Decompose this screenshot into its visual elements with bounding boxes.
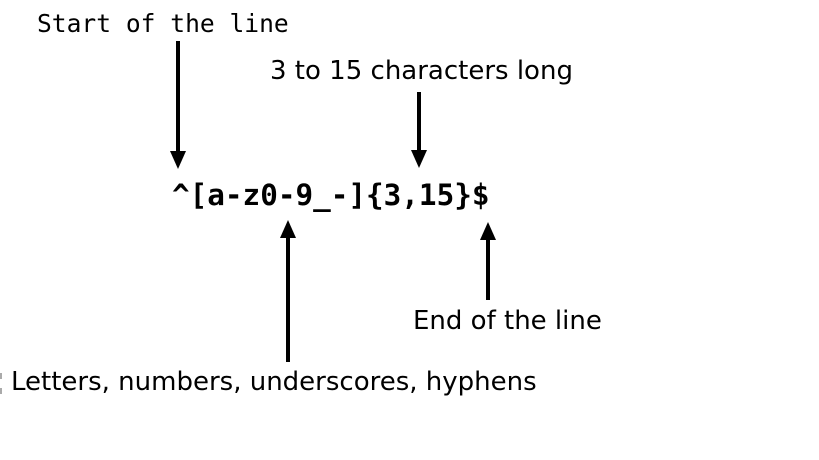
arrow-shaft [286,238,290,362]
char-class-arrow-up-icon [280,220,296,362]
arrow-shaft [176,41,180,151]
arrow-head [480,222,496,240]
left-edge-artifact [0,388,2,394]
length-arrow-down-icon [411,92,427,168]
regex-pattern-text: ^[a-z0-9_-]{3,15}$ [172,178,490,212]
arrow-shaft [417,92,421,150]
char-class-label: Letters, numbers, underscores, hyphens [11,367,537,397]
start-of-line-label: Start of the line [37,9,289,38]
arrow-head [280,220,296,238]
end-of-line-arrow-up-icon [480,222,496,300]
start-of-line-arrow-down-icon [170,41,186,169]
length-label: 3 to 15 characters long [270,56,573,86]
arrow-head [411,150,427,168]
arrow-shaft [486,240,490,300]
arrow-head [170,151,186,169]
end-of-line-label: End of the line [413,306,602,336]
left-edge-artifact [0,373,2,379]
